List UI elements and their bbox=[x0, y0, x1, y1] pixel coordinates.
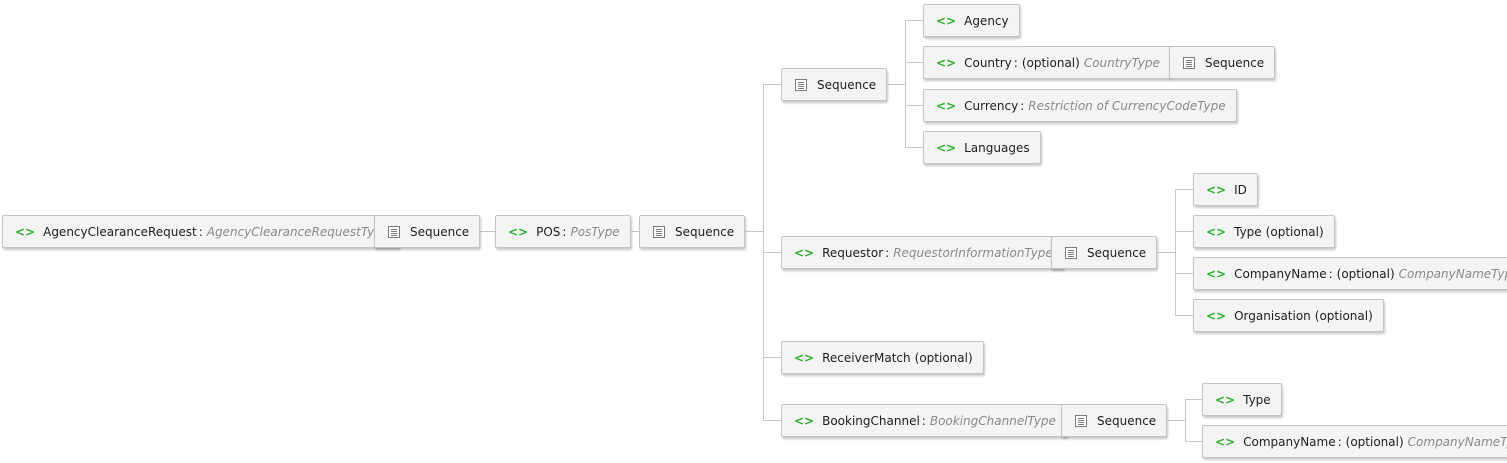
element-node-companyname[interactable]: <> CompanyName:(optional)CompanyNameType bbox=[1193, 257, 1507, 290]
element-node-requestor[interactable]: <> Requestor:RequestorInformationType bbox=[781, 236, 1064, 269]
optional-marker: (optional) bbox=[1314, 308, 1373, 323]
element-icon: <> bbox=[794, 413, 815, 428]
element-node-agencyclearancerequest[interactable]: <> AgencyClearanceRequest:AgencyClearance… bbox=[2, 215, 401, 248]
sequence-node[interactable]: Sequence bbox=[781, 68, 888, 101]
element-icon: <> bbox=[936, 55, 957, 70]
sequence-icon bbox=[1183, 56, 1195, 69]
node-label: Sequence bbox=[1087, 245, 1147, 260]
node-label: Sequence bbox=[675, 224, 735, 239]
sequence-node[interactable]: Sequence bbox=[1169, 46, 1276, 79]
element-node-type[interactable]: <> Type bbox=[1202, 383, 1282, 416]
type-separator: : bbox=[562, 224, 567, 239]
element-node-languages[interactable]: <> Languages bbox=[923, 131, 1041, 164]
type-name: CountryType bbox=[1083, 55, 1160, 70]
element-node-agency[interactable]: <> Agency bbox=[923, 4, 1020, 37]
type-name: PosType bbox=[570, 224, 620, 239]
element-icon: <> bbox=[1215, 392, 1236, 407]
element-icon: <> bbox=[1206, 224, 1227, 239]
type-name: BookingChannelType bbox=[929, 413, 1056, 428]
type-name: CompanyNameType bbox=[1407, 434, 1507, 449]
type-separator: : bbox=[198, 224, 203, 239]
sequence-icon bbox=[1065, 246, 1077, 259]
node-label: POS bbox=[536, 224, 561, 239]
element-node-receivermatch[interactable]: <> ReceiverMatch(optional) bbox=[781, 341, 984, 374]
element-icon: <> bbox=[794, 245, 815, 260]
element-icon: <> bbox=[508, 224, 529, 239]
node-label: Type bbox=[1234, 224, 1262, 239]
optional-marker: (optional) bbox=[1336, 266, 1395, 281]
type-separator: : bbox=[921, 413, 926, 428]
element-icon: <> bbox=[15, 224, 36, 239]
sequence-icon bbox=[795, 78, 807, 91]
node-label: Organisation bbox=[1234, 308, 1311, 323]
element-node-companyname[interactable]: <> CompanyName:(optional)CompanyNameType bbox=[1202, 425, 1507, 458]
element-node-currency[interactable]: <> Currency:Restriction of CurrencyCodeTy… bbox=[923, 89, 1237, 122]
optional-marker: (optional) bbox=[1345, 434, 1404, 449]
node-label: Type bbox=[1243, 392, 1271, 407]
node-label: AgencyClearanceRequest bbox=[43, 224, 197, 239]
element-icon: <> bbox=[936, 140, 957, 155]
node-label: Sequence bbox=[410, 224, 470, 239]
type-separator: : bbox=[1013, 55, 1018, 70]
node-label: Sequence bbox=[1097, 413, 1157, 428]
node-label: Currency bbox=[964, 98, 1019, 113]
type-name: Restriction of CurrencyCodeType bbox=[1028, 98, 1226, 113]
element-node-bookingchannel[interactable]: <> BookingChannel:BookingChannelType bbox=[781, 404, 1067, 437]
element-icon: <> bbox=[1206, 182, 1227, 197]
node-label: Sequence bbox=[817, 77, 877, 92]
optional-marker: (optional) bbox=[1021, 55, 1080, 70]
node-label: Agency bbox=[964, 13, 1009, 28]
optional-marker: (optional) bbox=[1265, 224, 1324, 239]
node-label: Requestor bbox=[822, 245, 884, 260]
element-icon: <> bbox=[794, 350, 815, 365]
type-separator: : bbox=[1337, 434, 1342, 449]
element-icon: <> bbox=[1206, 266, 1227, 281]
element-node-organisation[interactable]: <> Organisation(optional) bbox=[1193, 299, 1384, 332]
type-separator: : bbox=[885, 245, 890, 260]
sequence-icon bbox=[653, 225, 665, 238]
type-name: CompanyNameType bbox=[1398, 266, 1507, 281]
node-label: Sequence bbox=[1205, 55, 1265, 70]
sequence-icon bbox=[1075, 414, 1087, 427]
element-node-id[interactable]: <> ID bbox=[1193, 173, 1258, 206]
element-node-type[interactable]: <> Type(optional) bbox=[1193, 215, 1335, 248]
element-icon: <> bbox=[936, 13, 957, 28]
node-label: CompanyName bbox=[1234, 266, 1327, 281]
element-icon: <> bbox=[936, 98, 957, 113]
sequence-node[interactable]: Sequence bbox=[374, 215, 481, 248]
node-label: Languages bbox=[964, 140, 1030, 155]
type-name: RequestorInformationType bbox=[893, 245, 1053, 260]
sequence-icon bbox=[388, 225, 400, 238]
element-node-country[interactable]: <> Country:(optional)CountryType bbox=[923, 46, 1171, 79]
node-label: CompanyName bbox=[1243, 434, 1336, 449]
type-name: AgencyClearanceRequestType bbox=[206, 224, 390, 239]
node-label: Country bbox=[964, 55, 1012, 70]
element-icon: <> bbox=[1215, 434, 1236, 449]
optional-marker: (optional) bbox=[914, 350, 973, 365]
node-label: BookingChannel bbox=[822, 413, 920, 428]
element-node-pos[interactable]: <> POS:PosType bbox=[495, 215, 631, 248]
type-separator: : bbox=[1020, 98, 1025, 113]
sequence-node[interactable]: Sequence bbox=[1051, 236, 1158, 269]
node-label: ReceiverMatch bbox=[822, 350, 911, 365]
sequence-node[interactable]: Sequence bbox=[1061, 404, 1168, 437]
type-separator: : bbox=[1328, 266, 1333, 281]
node-label: ID bbox=[1234, 182, 1247, 197]
element-icon: <> bbox=[1206, 308, 1227, 323]
sequence-node[interactable]: Sequence bbox=[639, 215, 746, 248]
